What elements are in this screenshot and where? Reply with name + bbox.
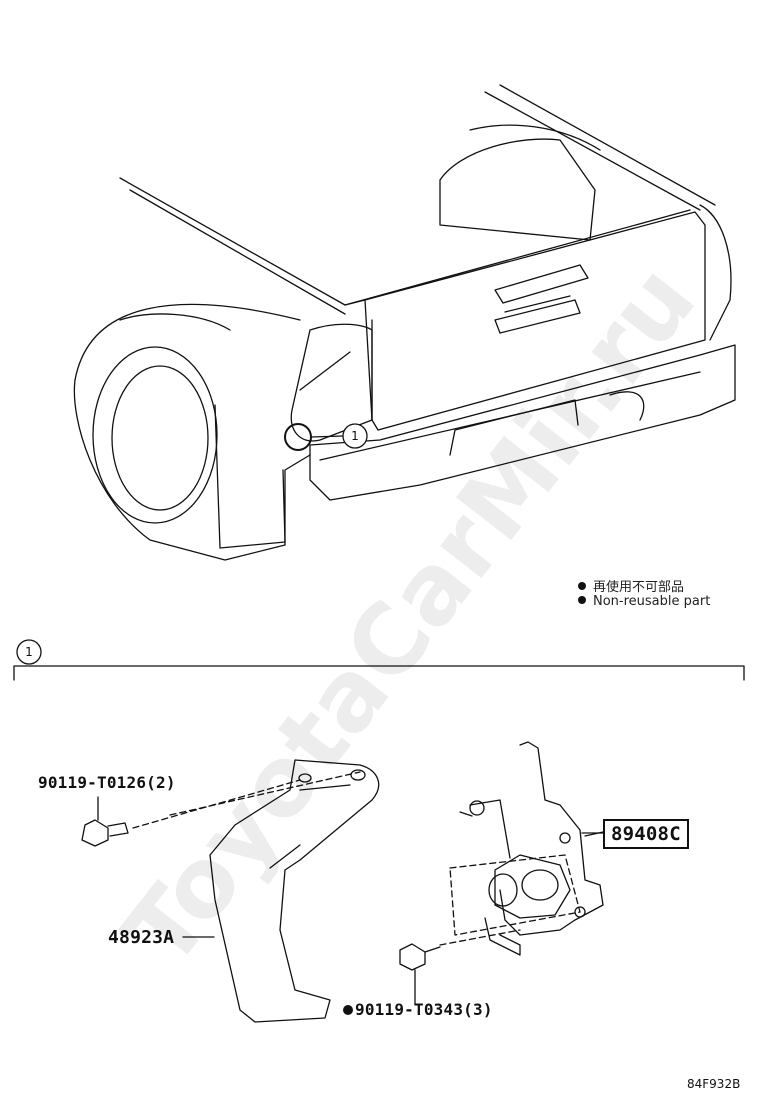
- callout-1-section-number: 1: [25, 645, 33, 659]
- bracket-48923a-drawing: [209, 759, 380, 1023]
- diagram-code: 84F932B: [687, 1077, 741, 1091]
- detail-frame-line: [13, 665, 745, 681]
- non-reusable-dot-icon: [578, 596, 586, 604]
- part-label-bolt-upper[interactable]: 90119-T0126(2): [38, 773, 176, 792]
- sensor-89408c-drawing: [449, 741, 604, 956]
- legend-en: Non-reusable part: [578, 594, 710, 609]
- bolt-lower-drawing: [399, 929, 521, 1006]
- part-label-sensor[interactable]: 89408C: [603, 819, 689, 849]
- callout-1-section: [16, 639, 42, 665]
- callout-1-on-truck: [342, 423, 368, 449]
- truck-rear-view: [73, 84, 736, 561]
- bolt-upper-drawing: [81, 771, 361, 847]
- part-label-bolt-lower[interactable]: 90119-T0343(3): [343, 1000, 493, 1019]
- non-reusable-dot-icon: [343, 1005, 353, 1015]
- callout-1-truck-number: 1: [351, 429, 359, 443]
- legend-jp: 再使用不可部品: [578, 576, 684, 595]
- non-reusable-dot-icon: [578, 582, 586, 590]
- part-label-bracket[interactable]: 48923A: [108, 927, 175, 948]
